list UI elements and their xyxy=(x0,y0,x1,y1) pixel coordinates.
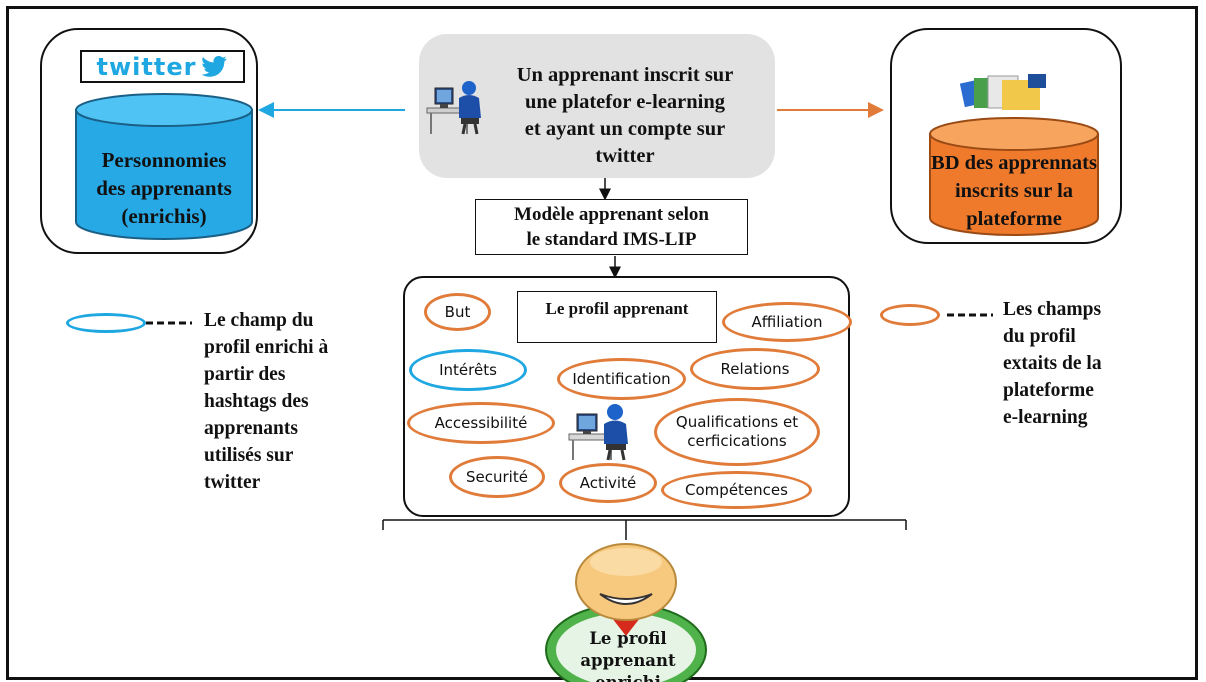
legend-right-line1: Les champs xyxy=(1003,299,1102,320)
field-interets: Intérêts xyxy=(409,349,527,391)
legend-left-line7: twitter xyxy=(204,472,261,493)
twitter-db-line3: (enrichis) xyxy=(121,204,207,228)
model-line1: Modèle apprenant selon xyxy=(514,204,709,225)
platform-db-label: BD des apprennats inscrits sur la platef… xyxy=(928,149,1100,233)
bracket xyxy=(382,519,907,540)
model-line2: le standard IMS-LIP xyxy=(526,229,697,250)
legend-left-line2: profil enrichi à xyxy=(204,337,329,358)
legend-enriched-text: Le champ du profil enrichi à partir des … xyxy=(204,307,374,496)
field-relations: Relations xyxy=(690,348,820,390)
field-securite: Securité xyxy=(449,456,545,498)
legend-left-line3: partir des xyxy=(204,364,286,385)
twitter-logo-text: twitter xyxy=(96,52,197,81)
profile-computer-icon xyxy=(568,404,628,461)
legend-left-line5: apprenants xyxy=(204,418,298,439)
twitter-db-label: Personnomies des apprenants (enrichis) xyxy=(74,146,254,230)
learner-computer-icon xyxy=(426,81,481,135)
learner-line2: une platefor e-learning xyxy=(524,91,726,113)
field-but: But xyxy=(424,293,491,331)
platform-db-cylinder xyxy=(929,117,1099,236)
learner-line4: twitter xyxy=(595,145,655,167)
learner-box-text: Un apprenant inscrit sur une platefor e-… xyxy=(486,62,764,170)
twitter-db-line1: Personnomies xyxy=(101,148,227,172)
result-line1: Le profil xyxy=(589,629,667,648)
platform-db-line2: inscrits sur la xyxy=(954,180,1074,202)
legend-right-line5: e-learning xyxy=(1003,407,1088,428)
profile-title: Le profil apprenant xyxy=(517,291,717,343)
legend-left-line1: Le champ du xyxy=(204,310,314,331)
field-activite: Activité xyxy=(559,463,657,503)
legend-right-line2: du profil xyxy=(1003,326,1076,347)
platform-db-line3: plateforme xyxy=(966,208,1062,230)
enriched-learner-avatar xyxy=(545,543,707,682)
field-competences: Compétences xyxy=(661,471,812,509)
field-identification: Identification xyxy=(557,358,686,400)
legend-platform-marker xyxy=(880,304,940,326)
legend-left-line6: utilisés sur xyxy=(204,445,294,466)
result-line2: apprenant enrichi xyxy=(580,651,676,682)
bird-icon xyxy=(202,55,228,77)
learner-line1: Un apprenant inscrit sur xyxy=(516,64,734,86)
learner-line3: et ayant un compte sur xyxy=(524,118,726,140)
legend-right-line3: extaits de la xyxy=(1003,353,1102,374)
field-qualifications-line1: Qualifications et xyxy=(675,413,799,432)
legend-enriched-marker xyxy=(66,313,146,333)
field-affiliation: Affiliation xyxy=(722,302,852,342)
platform-db-line1: BD des apprennats xyxy=(931,152,1097,174)
twitter-logo: twitter xyxy=(80,50,245,83)
twitter-db-cylinder xyxy=(75,93,253,240)
field-qualifications: Qualifications et cerficications xyxy=(654,398,820,466)
legend-right-line4: plateforme xyxy=(1003,380,1094,401)
folders-icon xyxy=(959,74,1046,110)
field-accessibilite: Accessibilité xyxy=(407,402,555,444)
model-box: Modèle apprenant selon le standard IMS-L… xyxy=(475,199,748,255)
legend-platform-text: Les champs du profil extaits de la plate… xyxy=(1003,296,1153,431)
field-qualifications-line2: cerficications xyxy=(687,432,787,450)
result-label: Le profil apprenant enrichi xyxy=(548,628,708,682)
twitter-db-line2: des apprenants xyxy=(96,176,232,200)
legend-left-line4: hashtags des xyxy=(204,391,309,412)
